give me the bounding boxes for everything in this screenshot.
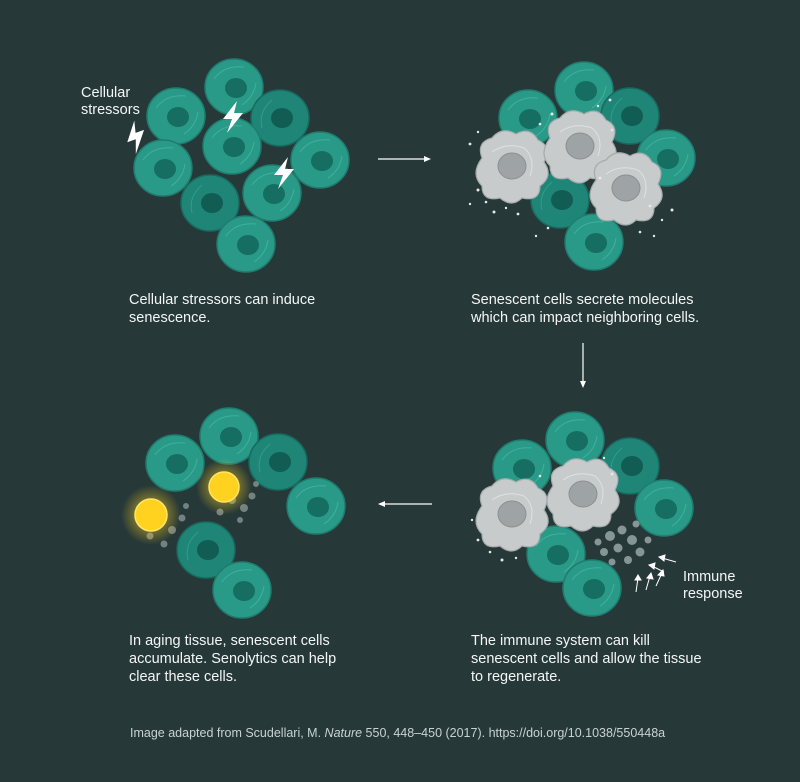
caption-panel1: Cellular stressors can induce senescence…	[129, 292, 316, 326]
secreted-molecules	[470, 456, 614, 562]
image-credit: Image adapted from Scudellari, M. Nature…	[130, 726, 665, 740]
panel4-cell-cluster	[475, 411, 694, 617]
panel1-cell-cluster	[133, 58, 350, 273]
arrow-left-icon	[378, 501, 432, 507]
caption-panel3: In aging tissue, senescent cells accumul…	[129, 633, 337, 685]
panel2-cell-cluster	[475, 61, 696, 271]
immune-arrows	[634, 554, 677, 593]
immune-cells-cluster	[594, 520, 652, 566]
arrow-down-icon	[580, 343, 586, 388]
caption-panel2: Senescent cells secrete molecules which …	[471, 292, 700, 326]
caption-panel4: The immune system can kill senescent cel…	[471, 633, 702, 685]
credit-journal: Nature	[324, 726, 363, 740]
credit-prefix: Image adapted from Scudellari, M.	[130, 726, 325, 740]
senolytic-drug-icon	[121, 485, 181, 545]
secreted-molecules	[468, 98, 674, 238]
arrow-right-icon	[378, 156, 431, 162]
senolytic-drug-icon	[196, 459, 252, 515]
immune-response-label: Immune response	[683, 569, 743, 602]
credit-suffix: 550, 448–450 (2017). https://doi.org/10.…	[362, 726, 666, 740]
stressors-label: Cellular stressors	[81, 85, 140, 118]
